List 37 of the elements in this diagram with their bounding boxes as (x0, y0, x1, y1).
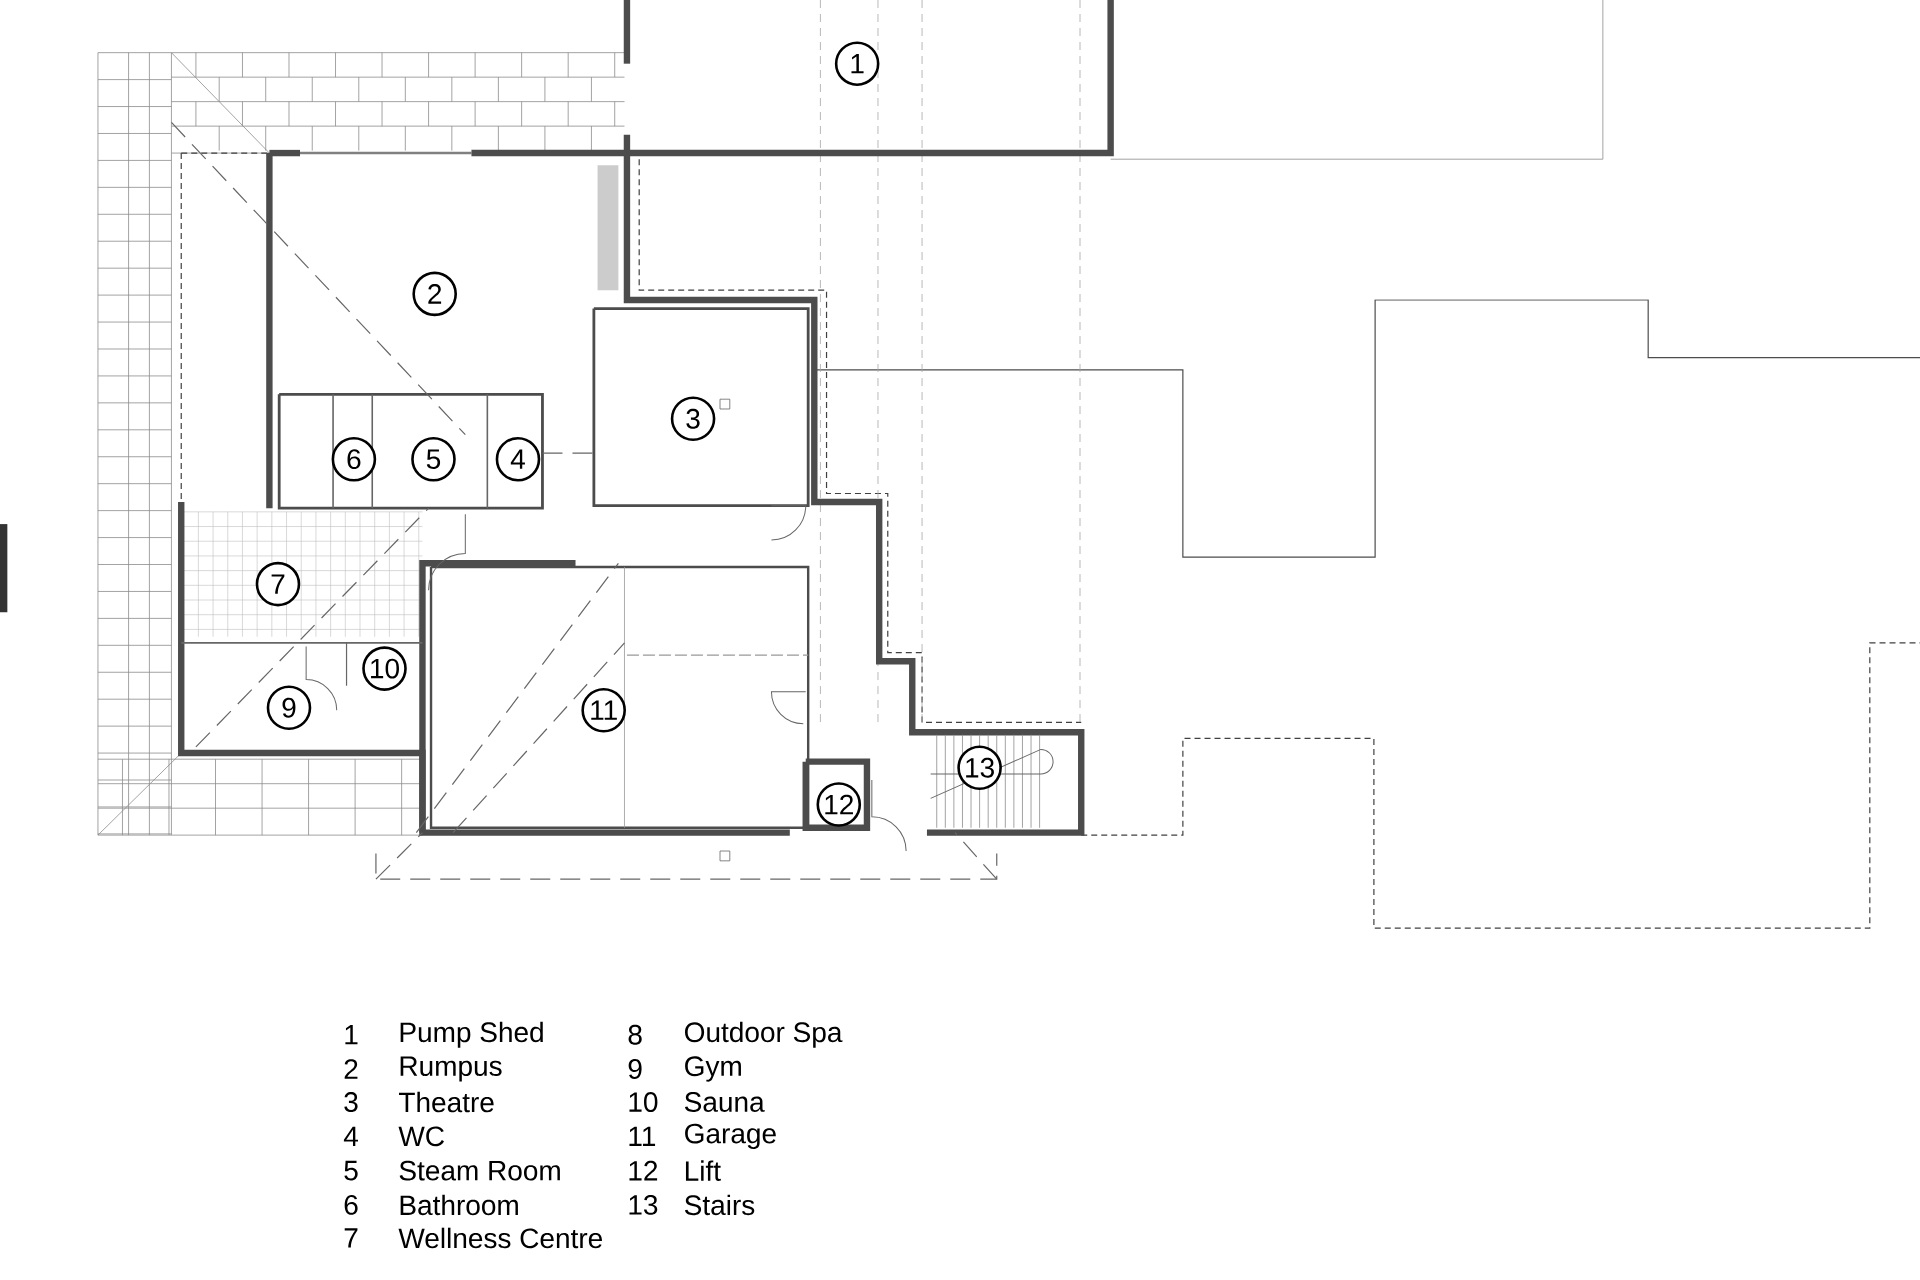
callout-number: 13 (957, 745, 1002, 791)
legend-number: 12 (629, 1161, 658, 1181)
legend-number: 11 (629, 1126, 656, 1147)
callout-number: 3 (670, 396, 716, 442)
legend-number: 10 (629, 1092, 658, 1113)
legend-room-name: Stairs (684, 1194, 755, 1216)
legend-room-name: Steam Room (399, 1160, 560, 1181)
legend-number: 4 (343, 1126, 358, 1147)
legend-room-name: WC (398, 1126, 444, 1147)
legend-room-name: Wellness Centre (398, 1227, 602, 1249)
legend-number: 7 (344, 1228, 358, 1248)
legend-number: 1 (345, 1025, 358, 1045)
legend-room-name: Rumpus (400, 1056, 502, 1082)
callout-number: 5 (411, 437, 456, 482)
legend-room-name: Gym (685, 1056, 741, 1082)
callout-number: 11 (581, 688, 626, 733)
callout-number: 6 (331, 437, 377, 482)
legend-room-name: Sauna (684, 1092, 765, 1113)
legend-room-name: Bathroom (400, 1194, 518, 1216)
legend-room-name: Garage (685, 1123, 776, 1150)
legend-number: 5 (344, 1161, 358, 1181)
callout-number: 2 (412, 271, 457, 317)
legend-room-name: Pump Shed (400, 1021, 543, 1048)
callout-number: 7 (255, 562, 301, 607)
legend-room-name: Lift (685, 1160, 721, 1182)
legend-number: 8 (628, 1025, 642, 1045)
legend-number: 13 (629, 1195, 658, 1216)
callout-number: 10 (362, 646, 407, 692)
callout-number: 1 (834, 41, 880, 87)
legend-number: 6 (344, 1195, 358, 1216)
callout-number: 4 (495, 437, 541, 482)
legend-room-name: Outdoor Spa (685, 1021, 843, 1048)
legend-number: 3 (344, 1092, 358, 1113)
callout-number: 9 (266, 685, 312, 731)
legend-number: 2 (344, 1059, 358, 1079)
legend-number: 9 (628, 1059, 642, 1080)
legend-room-name: Theatre (399, 1091, 494, 1113)
